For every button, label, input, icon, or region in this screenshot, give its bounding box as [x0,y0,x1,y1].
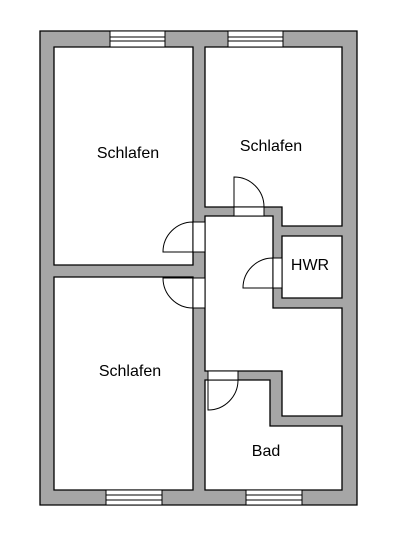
room-label-bedroom-top-right: Schlafen [240,138,302,155]
door-opening-utility-room [272,257,283,289]
door-swing-bedroom-top-right [233,176,265,208]
door-swing-bathroom [207,379,239,411]
window-top-left [109,30,166,48]
room-label-bedroom-bottom-left: Schlafen [99,363,161,380]
door-opening-bedroom-top-right [233,206,265,217]
window-top-right [227,30,284,48]
door-opening-bedroom-top-left [192,221,206,253]
room-label-utility-room: HWR [291,257,329,274]
room-label-bathroom: Bad [252,443,280,460]
walls [39,30,358,506]
door-swing-utility-room [242,257,274,289]
door-opening-bedroom-bottom-left [192,277,206,309]
door-swing-bedroom-top-left [162,221,194,253]
room-label-bedroom-top-left: Schlafen [97,145,159,162]
door-swing-bedroom-bottom-left [162,277,194,309]
door-opening-bathroom [207,370,239,381]
window-bottom-right [245,489,303,506]
window-bottom-left [105,489,163,506]
